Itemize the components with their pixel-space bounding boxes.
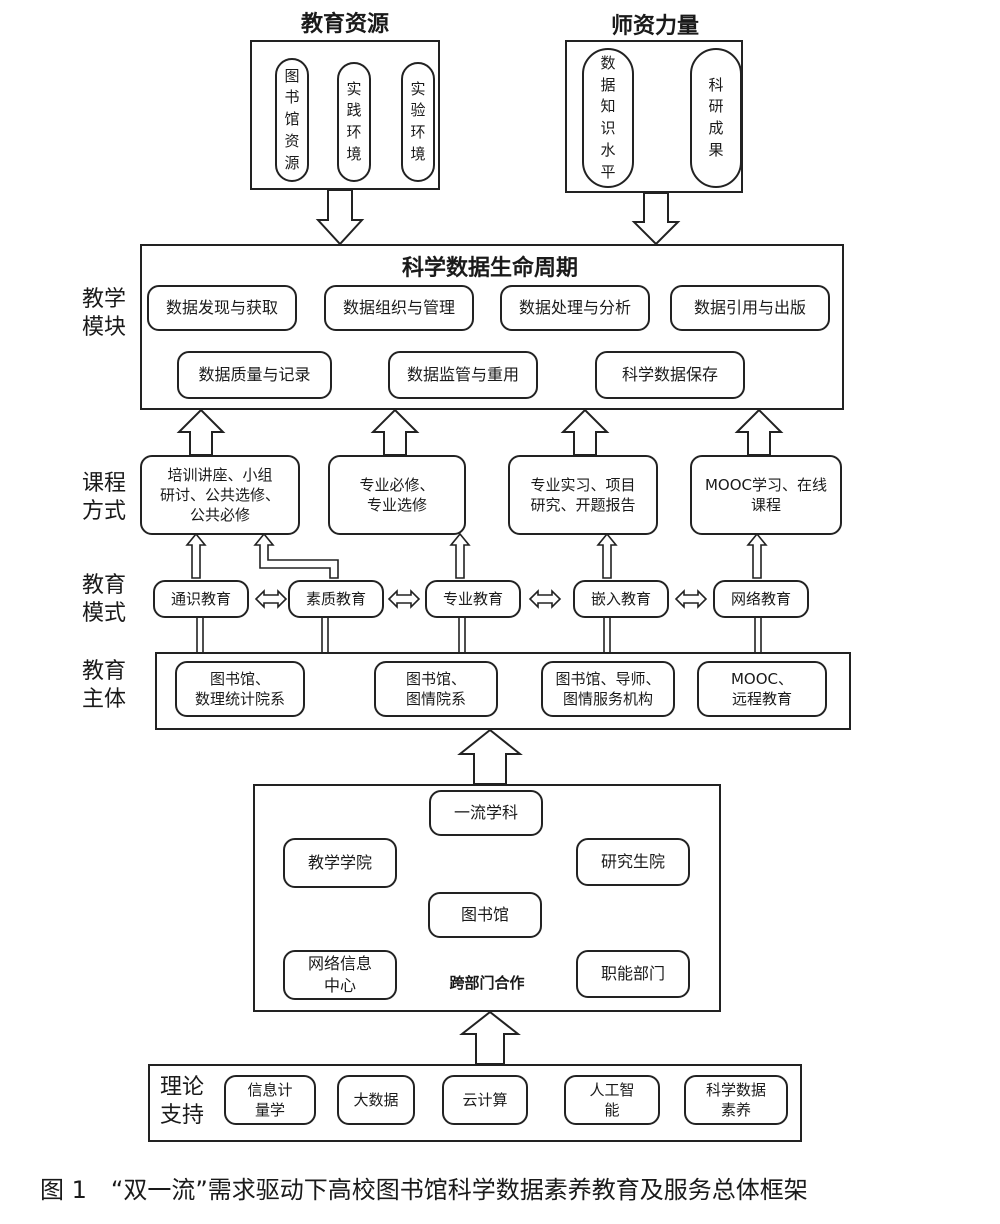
double-arrow-2 [387,589,421,609]
lifecycle-citation: 数据引用与出版 [670,285,830,331]
up-arrow-mode-3 [449,532,471,579]
up-arrow-course-2 [370,408,420,456]
teachers-title: 师资力量 [610,14,699,39]
course-training: 培训讲座、小组 研讨、公共选修、 公共必修 [140,455,300,535]
teacher-knowledge: 数 据 知 识 水 平 [582,48,634,188]
lifecycle-organization: 数据组织与管理 [324,285,474,331]
resource-practice: 实 践 环 境 [337,62,371,182]
double-arrow-1 [254,589,288,609]
mode-embedded: 嵌入教育 [573,580,669,618]
label-edu-mode: 教育 模式 [81,573,126,626]
label-edu-subject: 教育 主体 [81,659,126,712]
route-arrow-quality [253,532,339,579]
course-internship: 专业实习、项目 研究、开题报告 [508,455,658,535]
theory-data-literacy: 科学数据 素养 [684,1075,788,1125]
up-arrow-cooperation [457,728,523,785]
theory-informetrics: 信息计 量学 [224,1075,316,1125]
resources-title: 教育资源 [300,12,389,37]
lifecycle-discovery: 数据发现与获取 [147,285,297,331]
subject-lis: 图书馆、 图情院系 [374,661,498,717]
coop-teaching-college: 教学学院 [283,838,397,888]
coop-label: 跨部门合作 [449,974,525,992]
mode-professional: 专业教育 [425,580,521,618]
resource-experiment: 实 验 环 境 [401,62,435,182]
down-arrow-resources [315,189,365,246]
coop-network-center: 网络信息 中心 [283,950,397,1000]
up-arrow-mode-4 [596,532,618,579]
up-arrow-course-4 [734,408,784,456]
up-arrow-course-3 [560,408,610,456]
teacher-research: 科 研 成 果 [690,48,742,188]
subject-mooc: MOOC、 远程教育 [697,661,827,717]
double-arrow-3 [528,589,562,609]
theory-ai: 人工智 能 [564,1075,660,1125]
double-arrow-4 [674,589,708,609]
lifecycle-processing: 数据处理与分析 [500,285,650,331]
lifecycle-preservation: 科学数据保存 [595,351,745,399]
subject-math: 图书馆、 数理统计院系 [175,661,305,717]
coop-graduate-school: 研究生院 [576,838,690,886]
up-arrow-mode-1 [185,532,207,579]
coop-top-discipline: 一流学科 [429,790,543,836]
theory-cloud: 云计算 [442,1075,528,1125]
mode-quality: 素质教育 [288,580,384,618]
up-arrow-theory [459,1010,521,1065]
theory-label: 理论 支持 [159,1075,204,1128]
figure-caption: 图 1 “双一流”需求驱动下高校图书馆科学数据素养教育及服务总体框架 [40,1176,808,1204]
up-arrow-mode-5 [746,532,768,579]
lifecycle-quality: 数据质量与记录 [177,351,332,399]
course-mooc: MOOC学习、在线 课程 [690,455,842,535]
label-course-method: 课程 方式 [81,471,126,524]
resource-library: 图 书 馆 资 源 [275,58,309,182]
lifecycle-title: 科学数据生命周期 [401,256,578,281]
subject-tutor: 图书馆、导师、 图情服务机构 [541,661,675,717]
lifecycle-curation: 数据监管与重用 [388,351,538,399]
down-arrow-teachers [631,192,681,246]
up-arrow-course-1 [176,408,226,456]
mode-general: 通识教育 [153,580,249,618]
course-major: 专业必修、 专业选修 [328,455,466,535]
label-teaching-module: 教学 模块 [81,287,126,340]
theory-bigdata: 大数据 [337,1075,415,1125]
mode-online: 网络教育 [713,580,809,618]
coop-functional-dept: 职能部门 [576,950,690,998]
coop-center-library: 图书馆 [428,892,542,938]
